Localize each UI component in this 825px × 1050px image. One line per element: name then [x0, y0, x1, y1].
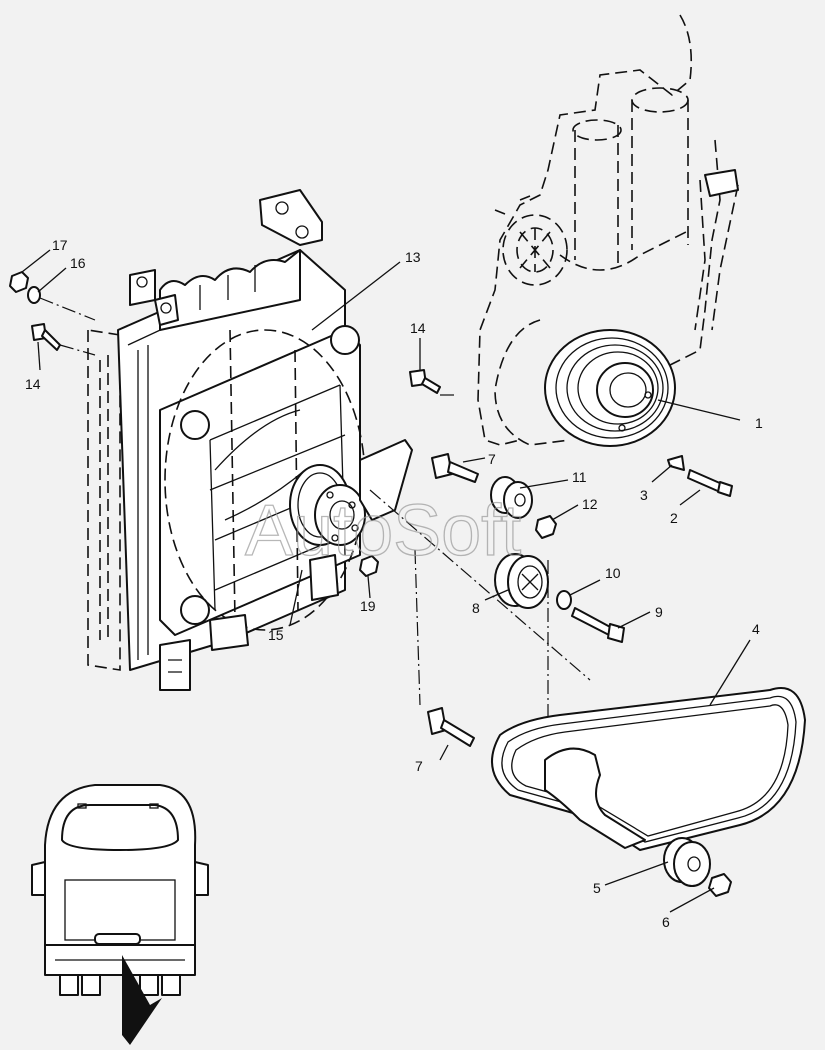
washer-10: [556, 590, 572, 610]
callout-2: 2: [670, 510, 678, 526]
idler-pulley-5: [663, 837, 711, 887]
callout-7-lower: 7: [415, 758, 423, 774]
callout-4: 4: [752, 621, 760, 637]
watermark-text: AutoSoft: [245, 491, 521, 571]
leader-lines: [21, 249, 751, 913]
compressor-pulley: [494, 319, 676, 447]
callout-12: 12: [582, 496, 598, 512]
callout-8: 8: [472, 600, 480, 616]
bolt-9: [571, 607, 625, 643]
callout-10: 10: [605, 565, 621, 581]
bolt-7-upper: [431, 453, 479, 483]
callout-13: 13: [405, 249, 421, 265]
tensioner-pulley-8: [494, 553, 549, 609]
callout-9: 9: [655, 604, 663, 620]
washer-16: [27, 286, 41, 304]
drive-belt: [491, 687, 806, 851]
nut-17: [9, 271, 29, 293]
bolt-7-lower: [427, 707, 475, 747]
bus-location-inset: [31, 784, 209, 1045]
radiator-assembly: [87, 189, 366, 691]
callout-1: 1: [755, 415, 763, 431]
callout-19: 19: [360, 598, 376, 614]
callout-7-upper: 7: [488, 451, 496, 467]
callout-11: 11: [572, 469, 587, 485]
callout-14-left: 14: [25, 376, 41, 392]
engine-block: [477, 14, 739, 446]
callout-3: 3: [640, 487, 648, 503]
nut-6: [708, 873, 732, 897]
callout-6: 6: [662, 914, 670, 930]
bolt-2: [687, 469, 733, 497]
tensioner-bracket: [359, 439, 413, 521]
callout-labels: 1 2 3 4 5 6 7 7 8 9 10 11 12 13 14 14 15…: [25, 237, 763, 930]
nut-19: [359, 555, 379, 577]
washer-3: [667, 455, 685, 471]
callout-5: 5: [593, 880, 601, 896]
bolt-14-right: [409, 369, 441, 394]
bolt-14-left: [31, 323, 61, 351]
fan-hub: [289, 464, 366, 601]
callout-14-right: 14: [410, 320, 426, 336]
idler-pulley-11: [490, 476, 533, 519]
callout-17: 17: [52, 237, 68, 253]
nut-12: [535, 515, 557, 539]
callout-15: 15: [268, 627, 284, 643]
location-arrow-icon: [122, 955, 162, 1045]
callout-16: 16: [70, 255, 86, 271]
assembly-axis-lines: [39, 297, 591, 760]
